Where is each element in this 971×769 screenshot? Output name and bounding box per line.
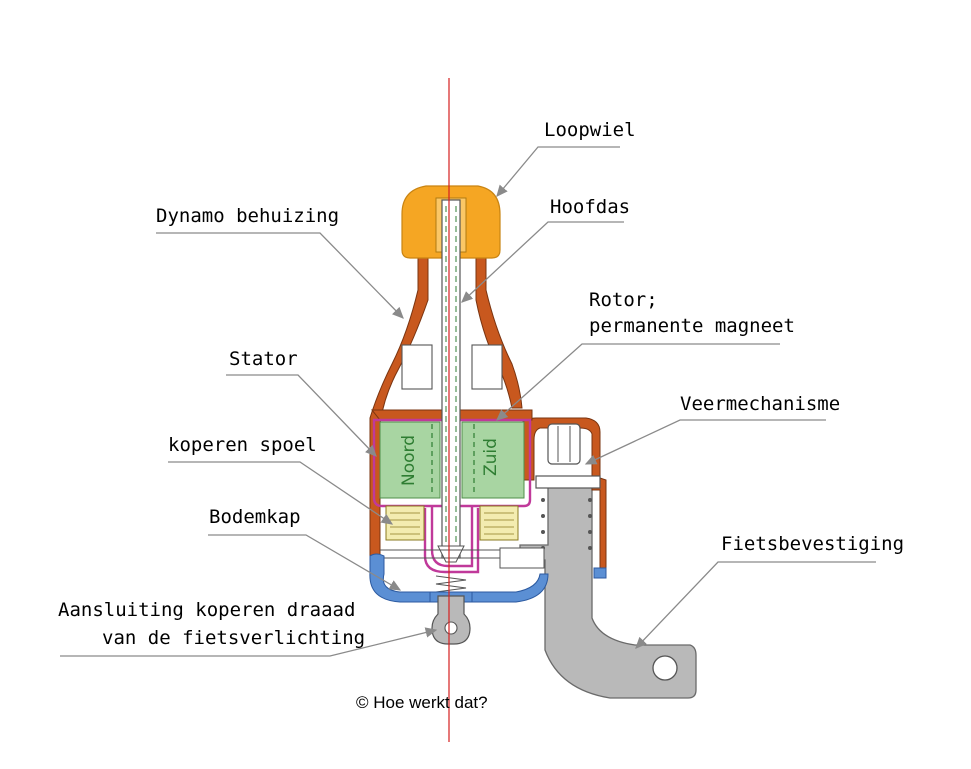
main-shaft [437,199,465,563]
bike-mount-bracket [519,485,697,699]
wire-connector [431,595,471,645]
labels: Loopwiel Hoofdas Dynamo behuizing Rotor;… [58,119,904,649]
label-aansluiting-line1: Aansluiting koperen draaad [58,599,355,621]
label-rotor-line2: permanente magneet [589,315,795,337]
label-koperen-spoel: koperen spoel [168,434,317,456]
label-stator: Stator [229,348,298,370]
magnet-north-label: Noord [399,435,419,486]
internal-frame [380,547,545,593]
stator [372,418,532,574]
label-hoofdas: Hoofdas [550,196,630,218]
leader-lines [60,146,876,657]
label-fietsbevestiging: Fietsbevestiging [721,533,904,555]
label-veermechanisme: Veermechanisme [680,393,840,415]
spring-mechanism [519,417,607,579]
rotor-magnet: Noord Zuid [379,421,525,499]
magnet-north [379,421,441,499]
label-rotor-line1: Rotor; [589,289,658,311]
label-loopwiel: Loopwiel [544,119,636,141]
copyright-text: © Hoe werkt dat? [356,693,488,712]
magnet-south [461,421,525,499]
label-aansluiting-line2: van de fietsverlichting [102,627,365,649]
magnet-south-label: Zuid [481,438,501,476]
label-bodemkap: Bodemkap [209,506,301,528]
label-dynamo-behuizing: Dynamo behuizing [156,205,339,227]
copper-coil [385,505,519,541]
